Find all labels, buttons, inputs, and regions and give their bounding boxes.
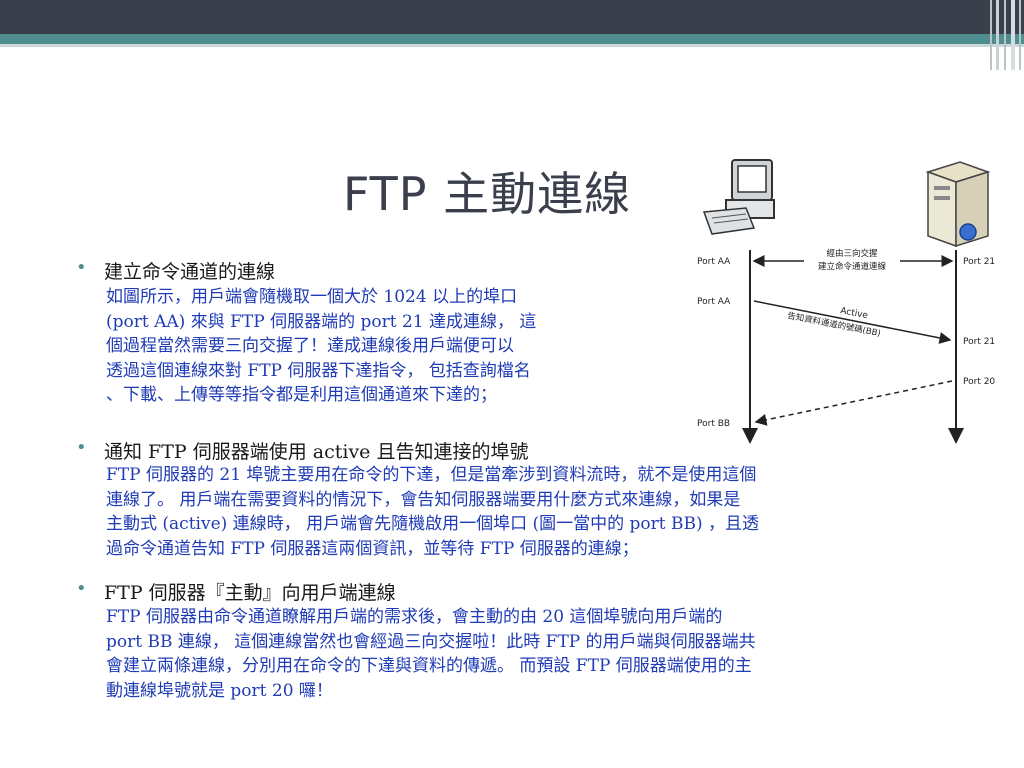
bullet-1-heading: 建立命令通道的連線 — [104, 261, 276, 283]
body-line: 如圖所示，用戶端會隨機取一個大於 1024 以上的埠口 — [106, 287, 518, 307]
body-line: 透過這個連線來對 FTP 伺服器下達指令， 包括查詢檔名 — [106, 360, 531, 381]
section-2-body: FTP 伺服器的 21 埠號主要用在命令的下達，但是當牽涉到資料流時，就不是使用… — [106, 463, 759, 561]
bullet-3-heading: FTP 伺服器『主動』向用戶端連線 — [104, 582, 396, 604]
bullet-dot: • — [76, 578, 87, 599]
client-port-label: Port BB — [697, 419, 730, 429]
bullet-dot: • — [76, 437, 87, 458]
slide-title: FTP 主動連線 — [343, 167, 632, 221]
client-port-label: Port AA — [697, 257, 731, 267]
section-1-body: 如圖所示，用戶端會隨機取一個大於 1024 以上的埠口 (port AA) 來與… — [106, 285, 536, 408]
body-line: 過命令通道告知 FTP 伺服器這兩個資訊，並等待 FTP 伺服器的連線； — [106, 538, 639, 559]
handshake-label-bg — [804, 246, 900, 272]
handshake-label: 經由三向交握 — [826, 248, 878, 259]
bullet-dot: • — [76, 257, 87, 278]
server-icon — [925, 161, 991, 248]
body-line: FTP 伺服器的 21 埠號主要用在命令的下達，但是當牽涉到資料流時，就不是使用… — [106, 465, 757, 485]
client-port-label: Port AA — [697, 297, 731, 307]
section-3-body: FTP 伺服器由命令通道瞭解用戶端的需求後，會主動的由 20 這個埠號向用戶端的… — [106, 605, 756, 703]
body-line: FTP 伺服器由命令通道瞭解用戶端的需求後，會主動的由 20 這個埠號向用戶端的 — [106, 607, 723, 627]
body-line: (port AA) 來與 FTP 伺服器端的 port 21 達成連線， 這 — [106, 311, 537, 332]
body-line: port BB 連線， 這個連線當然也會經過三向交握啦！此時 FTP 的用戶端與… — [106, 631, 756, 652]
body-line: 動連線埠號就是 port 20 囉！ — [106, 680, 333, 701]
top-bar — [0, 0, 1024, 34]
computer-icon — [702, 159, 775, 235]
ftp-active-diagram: Port AA Port AA Port BB Port 21 Port 21 … — [697, 159, 995, 444]
corner-decoration — [990, 0, 1021, 70]
accent-thin-line — [0, 44, 1024, 47]
handshake-label: 建立命令通道連線 — [818, 261, 887, 272]
server-port-label: Port 20 — [963, 377, 995, 387]
server-port-label: Port 21 — [963, 337, 995, 347]
accent-stripe — [0, 34, 1024, 44]
active-notify-arrow — [753, 300, 952, 344]
body-line: 、下載、上傳等等指令都是利用這個通道來下達的； — [106, 385, 497, 406]
body-line: 個過程當然需要三向交握了！達成連線後用戶端便可以 — [106, 336, 514, 357]
body-line: 連線了。 用戶端在需要資料的情況下，會告知伺服器端要用什麼方式來連線，如果是 — [106, 489, 741, 510]
server-port-label: Port 21 — [963, 257, 995, 267]
bullet-2-heading: 通知 FTP 伺服器端使用 active 且告知連接的埠號 — [104, 441, 529, 463]
data-connection-arrow — [754, 380, 953, 426]
body-line: 會建立兩條連線，分別用在命令的下達與資料的傳遞。 而預設 FTP 伺服器端使用的… — [106, 656, 752, 677]
body-line: 主動式 (active) 連線時， 用戶端會先隨機啟用一個埠口 (圖一當中的 p… — [106, 514, 760, 535]
